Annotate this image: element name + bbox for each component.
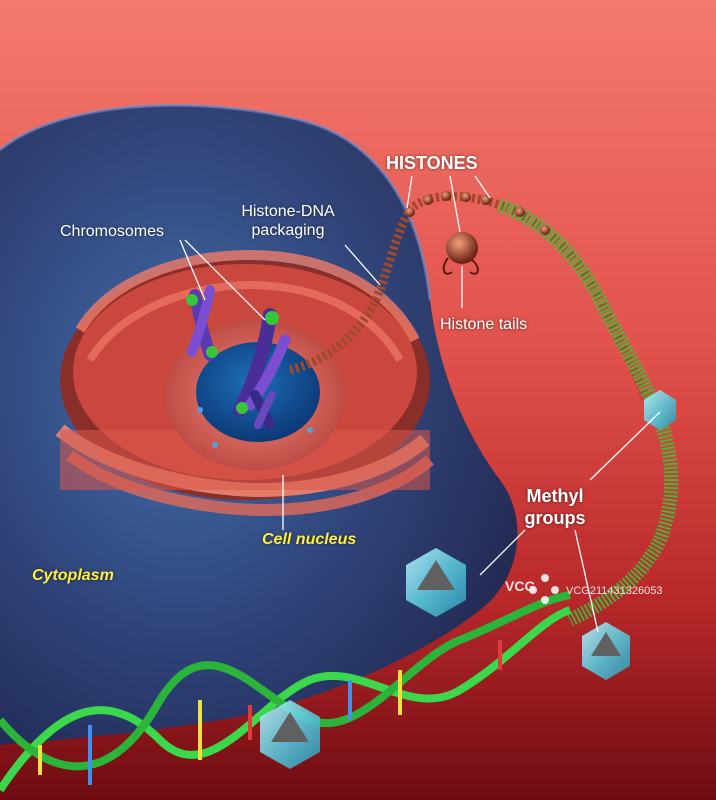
histone-dna-packaging-label: Histone-DNA packaging <box>228 202 348 240</box>
nuclear-pore <box>307 427 313 433</box>
cell-membrane-highlight <box>0 103 432 301</box>
methyl-label-line1: Methyl <box>526 486 584 506</box>
histone-dna-fiber <box>288 191 655 412</box>
methyl-group <box>582 622 630 680</box>
chromosomes-label: Chromosomes <box>60 223 165 240</box>
cytoplasm-label: Cytoplasm <box>32 567 114 584</box>
methyl-group <box>406 548 466 617</box>
watermark-id: VCG211431326053 <box>566 585 663 597</box>
watermark-brand: VCG <box>505 578 536 594</box>
histone-with-tails <box>442 232 479 275</box>
nuclear-pore <box>197 407 203 413</box>
histone-dna-label-line2: packaging <box>251 222 325 239</box>
histone-beads <box>405 191 550 235</box>
histone-tails-label: Histone tails <box>440 316 528 333</box>
nuclear-pore <box>212 442 218 448</box>
methyl-groups-label: Methyl groups <box>510 485 600 529</box>
histones-label: HISTONES <box>386 153 478 173</box>
vcg-watermark-logo <box>529 574 559 604</box>
chromosome <box>250 390 276 430</box>
chromosome <box>186 285 218 361</box>
cell-nucleus-label: Cell nucleus <box>262 531 357 548</box>
methyl-group <box>260 700 320 769</box>
leader-lines <box>179 175 661 633</box>
methyl-label-line2: groups <box>524 508 586 528</box>
histone-dna-label-line1: Histone-DNA <box>241 203 335 220</box>
